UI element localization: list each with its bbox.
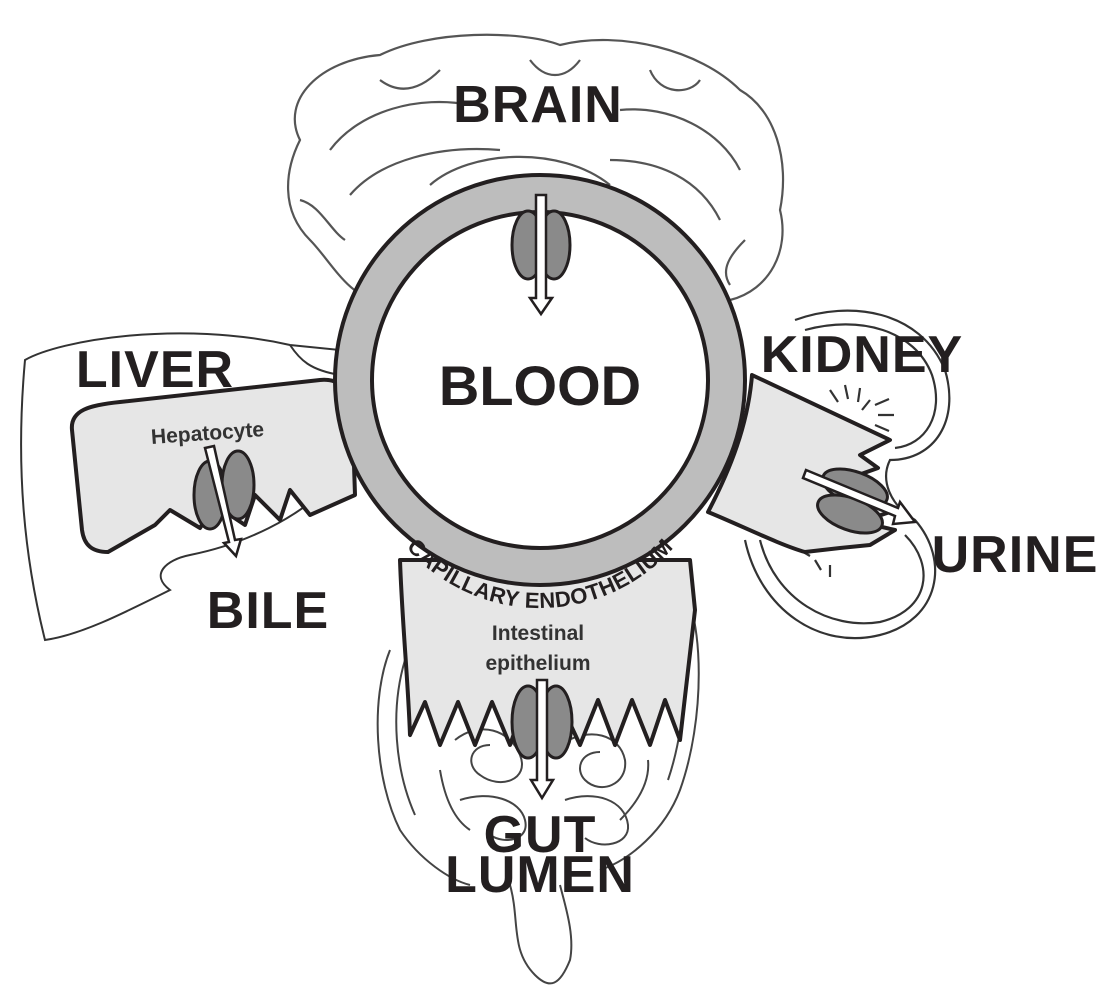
intestinal-label-line2: epithelium (485, 652, 590, 675)
brain-label: BRAIN (453, 76, 623, 134)
intestinal-label-line1: Intestinal (492, 622, 584, 645)
blood-label: BLOOD (439, 354, 641, 417)
liver-label: LIVER (76, 341, 234, 399)
bile-label: BILE (207, 582, 329, 640)
lumen-label: LUMEN (445, 846, 635, 904)
urine-label: URINE (932, 526, 1099, 584)
kidney-label: KIDNEY (761, 326, 963, 384)
